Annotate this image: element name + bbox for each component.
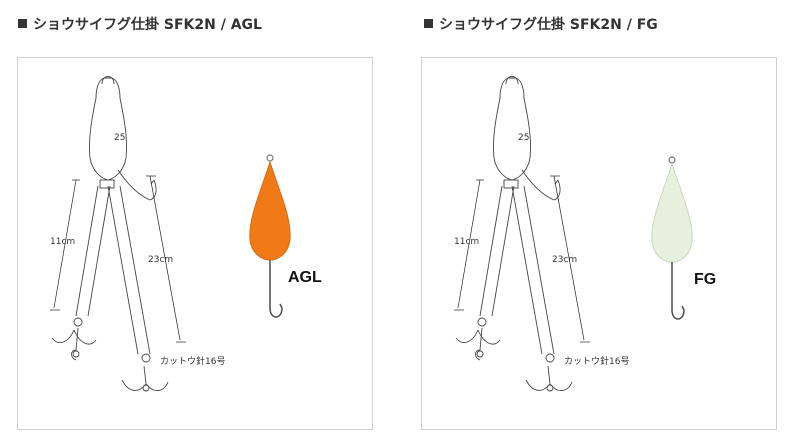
rig-panel-fg: 25 11cm 23cm カットウ針16号 FG	[421, 57, 777, 430]
long-length-label: 23cm	[552, 255, 577, 265]
product-hook-icon	[269, 260, 283, 318]
hook-size-label: カットウ針16号	[564, 355, 629, 367]
long-arm-hooks-icon	[121, 365, 169, 391]
branch-hook-icon	[149, 179, 157, 201]
title-text: ショウサイフグ仕掛 SFK2N / FG	[439, 17, 658, 33]
short-arm-outer	[479, 185, 503, 317]
branch-line	[521, 169, 555, 201]
long-arm-outer	[107, 185, 139, 355]
title-text: ショウサイフグ仕掛 SFK2N / AGL	[33, 17, 262, 33]
product-sinker-agl	[249, 154, 291, 318]
product-sinker-fg	[651, 156, 693, 320]
rig-diagram-agl: 25 11cm 23cm カットウ針16号 AGL	[50, 76, 322, 392]
product-label: FG	[694, 271, 716, 288]
short-arm-outer	[75, 185, 99, 317]
rig-panel-agl: 25 11cm 23cm カットウ針16号 AGL	[17, 57, 373, 430]
branch-line	[117, 169, 151, 201]
square-bullet-icon	[424, 19, 433, 28]
swivel	[503, 179, 519, 189]
sinker-body	[89, 77, 127, 181]
sinker-body	[493, 77, 531, 181]
long-arm-bead	[545, 353, 555, 363]
swivel	[99, 179, 115, 189]
square-bullet-icon	[18, 19, 27, 28]
long-arm-outer	[511, 185, 543, 355]
short-arm-hooks-icon	[51, 327, 97, 361]
short-arm-inner	[491, 185, 515, 317]
short-length-label: 11cm	[454, 237, 479, 247]
short-arm-bead	[477, 317, 487, 327]
long-arm-hooks-icon	[525, 365, 573, 391]
product-hook-icon	[671, 262, 685, 320]
sinker-eye	[101, 76, 115, 85]
short-length-label: 11cm	[50, 237, 75, 247]
section-title-fg: ショウサイフグ仕掛 SFK2N / FG	[424, 14, 658, 34]
short-arm-bead	[73, 317, 83, 327]
product-body	[249, 160, 291, 261]
hook-size-label: カットウ針16号	[160, 355, 225, 367]
short-arm-inner	[87, 185, 111, 317]
sinker-weight-label: 25	[518, 133, 529, 143]
branch-hook-icon	[553, 179, 561, 201]
long-arm-inner	[523, 185, 555, 355]
long-length-label: 23cm	[148, 255, 173, 265]
product-label: AGL	[288, 269, 322, 286]
section-title-agl: ショウサイフグ仕掛 SFK2N / AGL	[18, 14, 262, 34]
rig-diagram-fg: 25 11cm 23cm カットウ針16号 FG	[454, 76, 716, 392]
short-arm-hooks-icon	[455, 327, 501, 361]
sinker-weight-label: 25	[114, 133, 125, 143]
long-arm-bead	[141, 353, 151, 363]
sinker-eye	[505, 76, 519, 85]
product-body	[651, 162, 693, 263]
long-arm-inner	[119, 185, 151, 355]
